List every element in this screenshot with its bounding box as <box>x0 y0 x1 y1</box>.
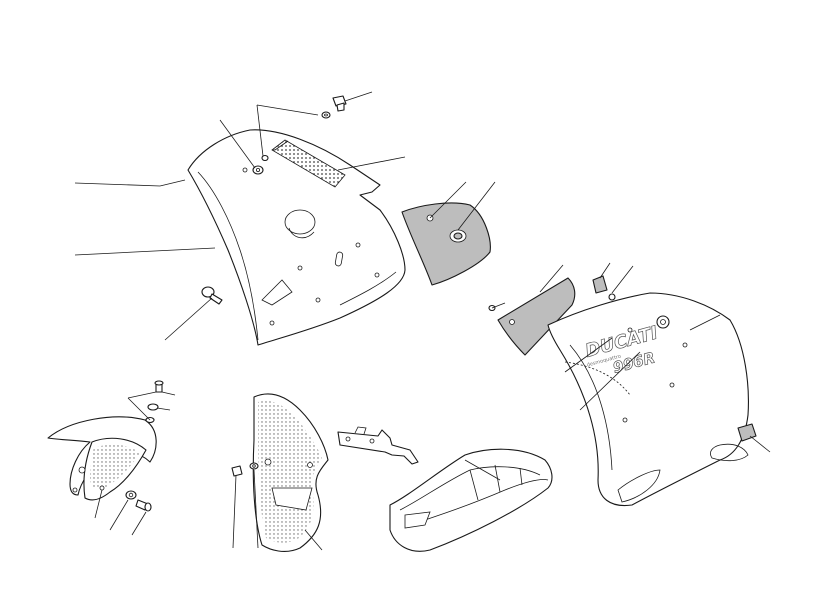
lower-fairing-half: DUCATI 996R desmoquattro <box>547 292 749 507</box>
fairing-screw-left <box>201 286 223 305</box>
mounting-bracket <box>337 426 419 465</box>
mudguard-screw-lower <box>125 490 152 512</box>
front-mudguard <box>47 416 157 501</box>
panel-screw <box>231 462 259 477</box>
quick-release-fastener <box>656 315 670 329</box>
leader-lines <box>74 91 771 551</box>
inner-side-panel <box>252 393 329 552</box>
quick-release-fastener-upper <box>252 154 269 175</box>
fairing-screw-top <box>332 95 347 112</box>
upper-fairing-half <box>159 129 406 346</box>
heat-shield-grille <box>271 139 346 188</box>
air-duct-cover <box>401 202 491 286</box>
washer-top <box>321 111 331 119</box>
mudguard-screw-stack <box>145 380 164 424</box>
belly-pan <box>389 448 553 552</box>
fastener-clip <box>592 275 616 301</box>
triangular-inspection-cover <box>497 277 576 356</box>
